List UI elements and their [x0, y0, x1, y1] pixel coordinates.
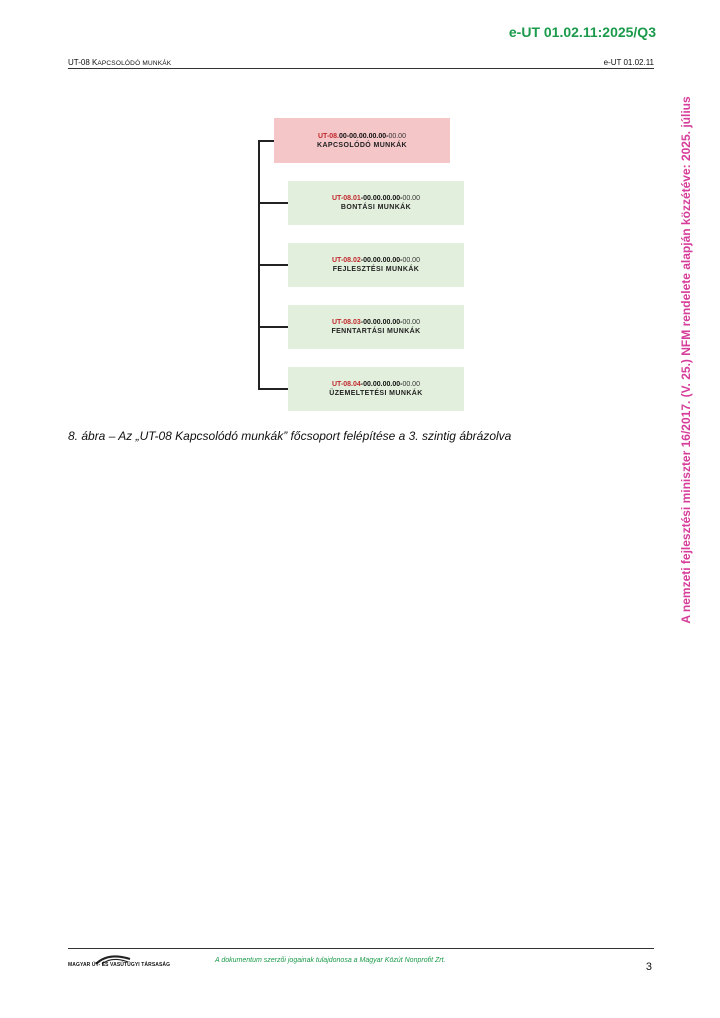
- publication-side-note: A nemzeti fejlesztési miniszter 16/2017.…: [679, 96, 693, 624]
- child-node-uzemeltetesi: UT-08.04-00.00.00.00-00.00 ÜZEMELTETÉSI …: [288, 367, 464, 411]
- code-red-part: UT-08.04: [332, 381, 361, 388]
- tree-branch-line: [258, 388, 288, 390]
- code-red-part: UT-08.02: [332, 257, 361, 264]
- figure-caption: 8. ábra – Az „UT-08 Kapcsolódó munkák” f…: [68, 429, 512, 443]
- node-title: BONTÁSI MUNKÁK: [340, 204, 412, 211]
- tree-branch-line: [258, 326, 288, 328]
- node-code: UT-08.04-00.00.00.00-00.00: [332, 380, 420, 389]
- logo-text: MAGYAR ÚT- ÉS VASÚTÜGYI TÁRSASÁG: [68, 962, 171, 968]
- page-number: 3: [645, 961, 652, 973]
- root-node: UT-08.00-00.00.00.00-00.00 KAPCSOLÓDÓ MU…: [274, 118, 450, 163]
- tree-branch-line: [258, 202, 288, 204]
- header-section-prefix: UT-08 K: [68, 58, 98, 67]
- node-title: ÜZEMELTETÉSI MUNKÁK: [329, 390, 423, 397]
- society-logo-icon: [95, 955, 131, 965]
- node-title: FENNTARTÁSI MUNKÁK: [331, 328, 421, 335]
- tree-branch-line: [258, 140, 274, 142]
- code-black-part: 00-00.00.00.00-: [339, 132, 389, 140]
- header-section-title: UT-08 KAPCSOLÓDÓ MUNKÁK: [68, 57, 171, 69]
- code-red-part: UT-08.: [318, 132, 340, 140]
- page-header: UT-08 KAPCSOLÓDÓ MUNKÁK e-UT 01.02.11: [68, 57, 654, 69]
- footer-divider: [68, 948, 654, 949]
- code-black-part: -00.00.00.00-: [360, 381, 403, 388]
- header-section-smallcaps: APCSOLÓDÓ MUNKÁK: [97, 60, 172, 67]
- code-red-part: UT-08.03: [332, 319, 361, 326]
- code-gray-part: 00.00: [402, 319, 420, 326]
- header-document-id: e-UT 01.02.11: [603, 58, 654, 67]
- hierarchy-diagram: UT-08.00-00.00.00.00-00.00 KAPCSOLÓDÓ MU…: [258, 118, 468, 413]
- node-code: UT-08.00-00.00.00.00-00.00: [318, 132, 406, 141]
- child-node-fenntartasi: UT-08.03-00.00.00.00-00.00 FENNTARTÁSI M…: [288, 305, 464, 349]
- code-gray-part: 00.00: [402, 257, 420, 264]
- document-code: e-UT 01.02.11:2025/Q3: [508, 24, 656, 40]
- node-title: FEJLESZTÉSI MUNKÁK: [332, 266, 420, 273]
- code-gray-part: 00.00: [402, 195, 420, 202]
- child-node-fejlesztesi: UT-08.02-00.00.00.00-00.00 FEJLESZTÉSI M…: [288, 243, 464, 287]
- child-node-bontasi: UT-08.01-00.00.00.00-00.00 BONTÁSI MUNKÁ…: [288, 181, 464, 225]
- node-code: UT-08.02-00.00.00.00-00.00: [332, 256, 420, 265]
- code-gray-part: 00.00: [402, 381, 420, 388]
- tree-branch-line: [258, 264, 288, 266]
- node-code: UT-08.01-00.00.00.00-00.00: [332, 194, 420, 203]
- code-black-part: -00.00.00.00-: [360, 195, 403, 202]
- code-black-part: -00.00.00.00-: [360, 257, 403, 264]
- code-black-part: -00.00.00.00-: [360, 319, 403, 326]
- code-red-part: UT-08.01: [332, 195, 361, 202]
- code-gray-part: 00.00: [388, 132, 406, 140]
- node-title: KAPCSOLÓDÓ MUNKÁK: [316, 141, 408, 149]
- copyright-note: A dokumentum szerzői jogainak tulajdonos…: [215, 957, 446, 964]
- node-code: UT-08.03-00.00.00.00-00.00: [332, 318, 420, 327]
